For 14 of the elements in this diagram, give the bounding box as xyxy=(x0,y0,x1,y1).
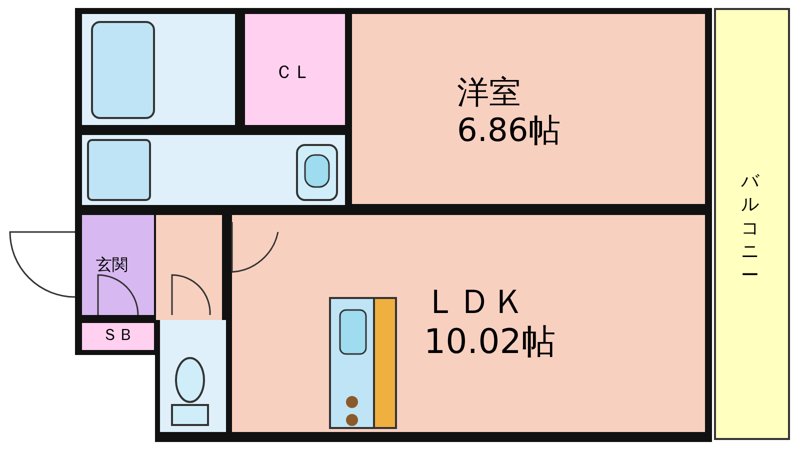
area-label: 6.86帖 xyxy=(457,114,560,148)
room-label: 玄関 xyxy=(96,257,128,274)
room xyxy=(245,14,345,125)
room xyxy=(82,215,154,315)
area-label: 10.02帖 xyxy=(424,325,556,361)
room-label: 洋室 xyxy=(457,76,521,110)
room-label: バルコニー xyxy=(740,170,760,287)
room-label: ＳＢ xyxy=(102,327,134,344)
room xyxy=(232,215,705,432)
room-label: ＣＬ xyxy=(275,64,311,83)
room-label: ＬＤＫ xyxy=(424,285,526,321)
balcony xyxy=(714,8,790,440)
room xyxy=(352,14,705,204)
room xyxy=(82,323,154,350)
